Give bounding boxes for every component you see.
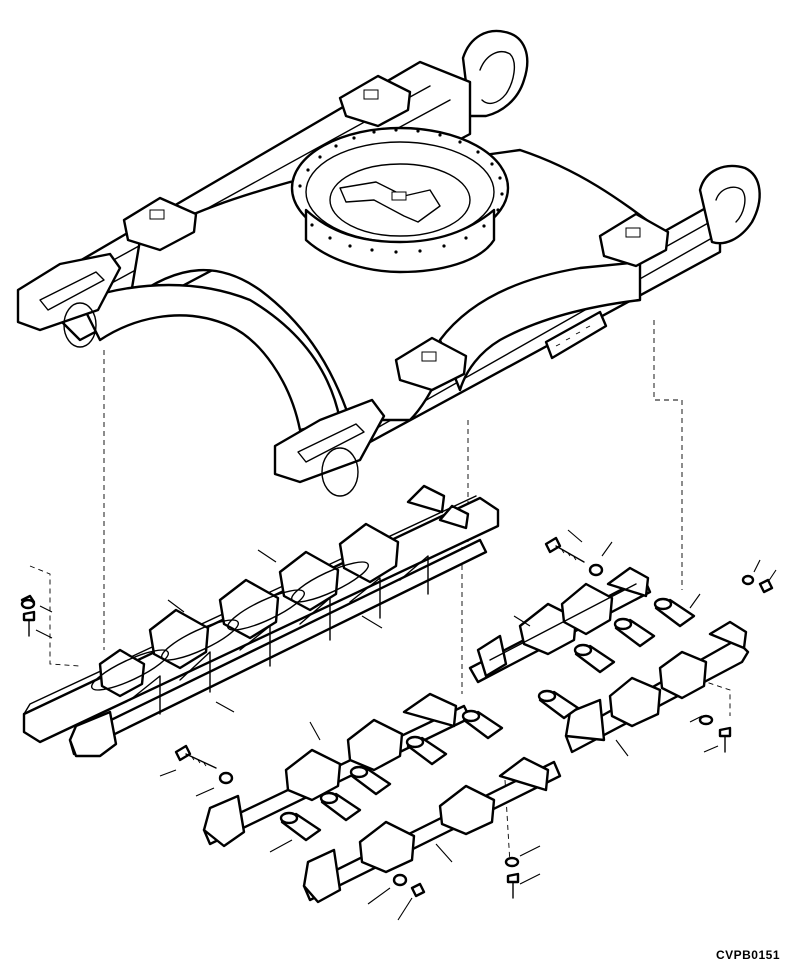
spacer-pipes [279,597,696,842]
center-guard-rail [202,692,562,904]
right-lower-guard-rail [564,620,750,754]
track-frame [16,29,761,497]
bolt-circle [298,128,504,254]
fasteners [20,536,774,899]
left-guard-rail [22,484,500,758]
drawing-code-label: CVPB0151 [715,948,780,962]
leader-lines [35,529,777,921]
right-upper-guard-rail [468,566,652,684]
